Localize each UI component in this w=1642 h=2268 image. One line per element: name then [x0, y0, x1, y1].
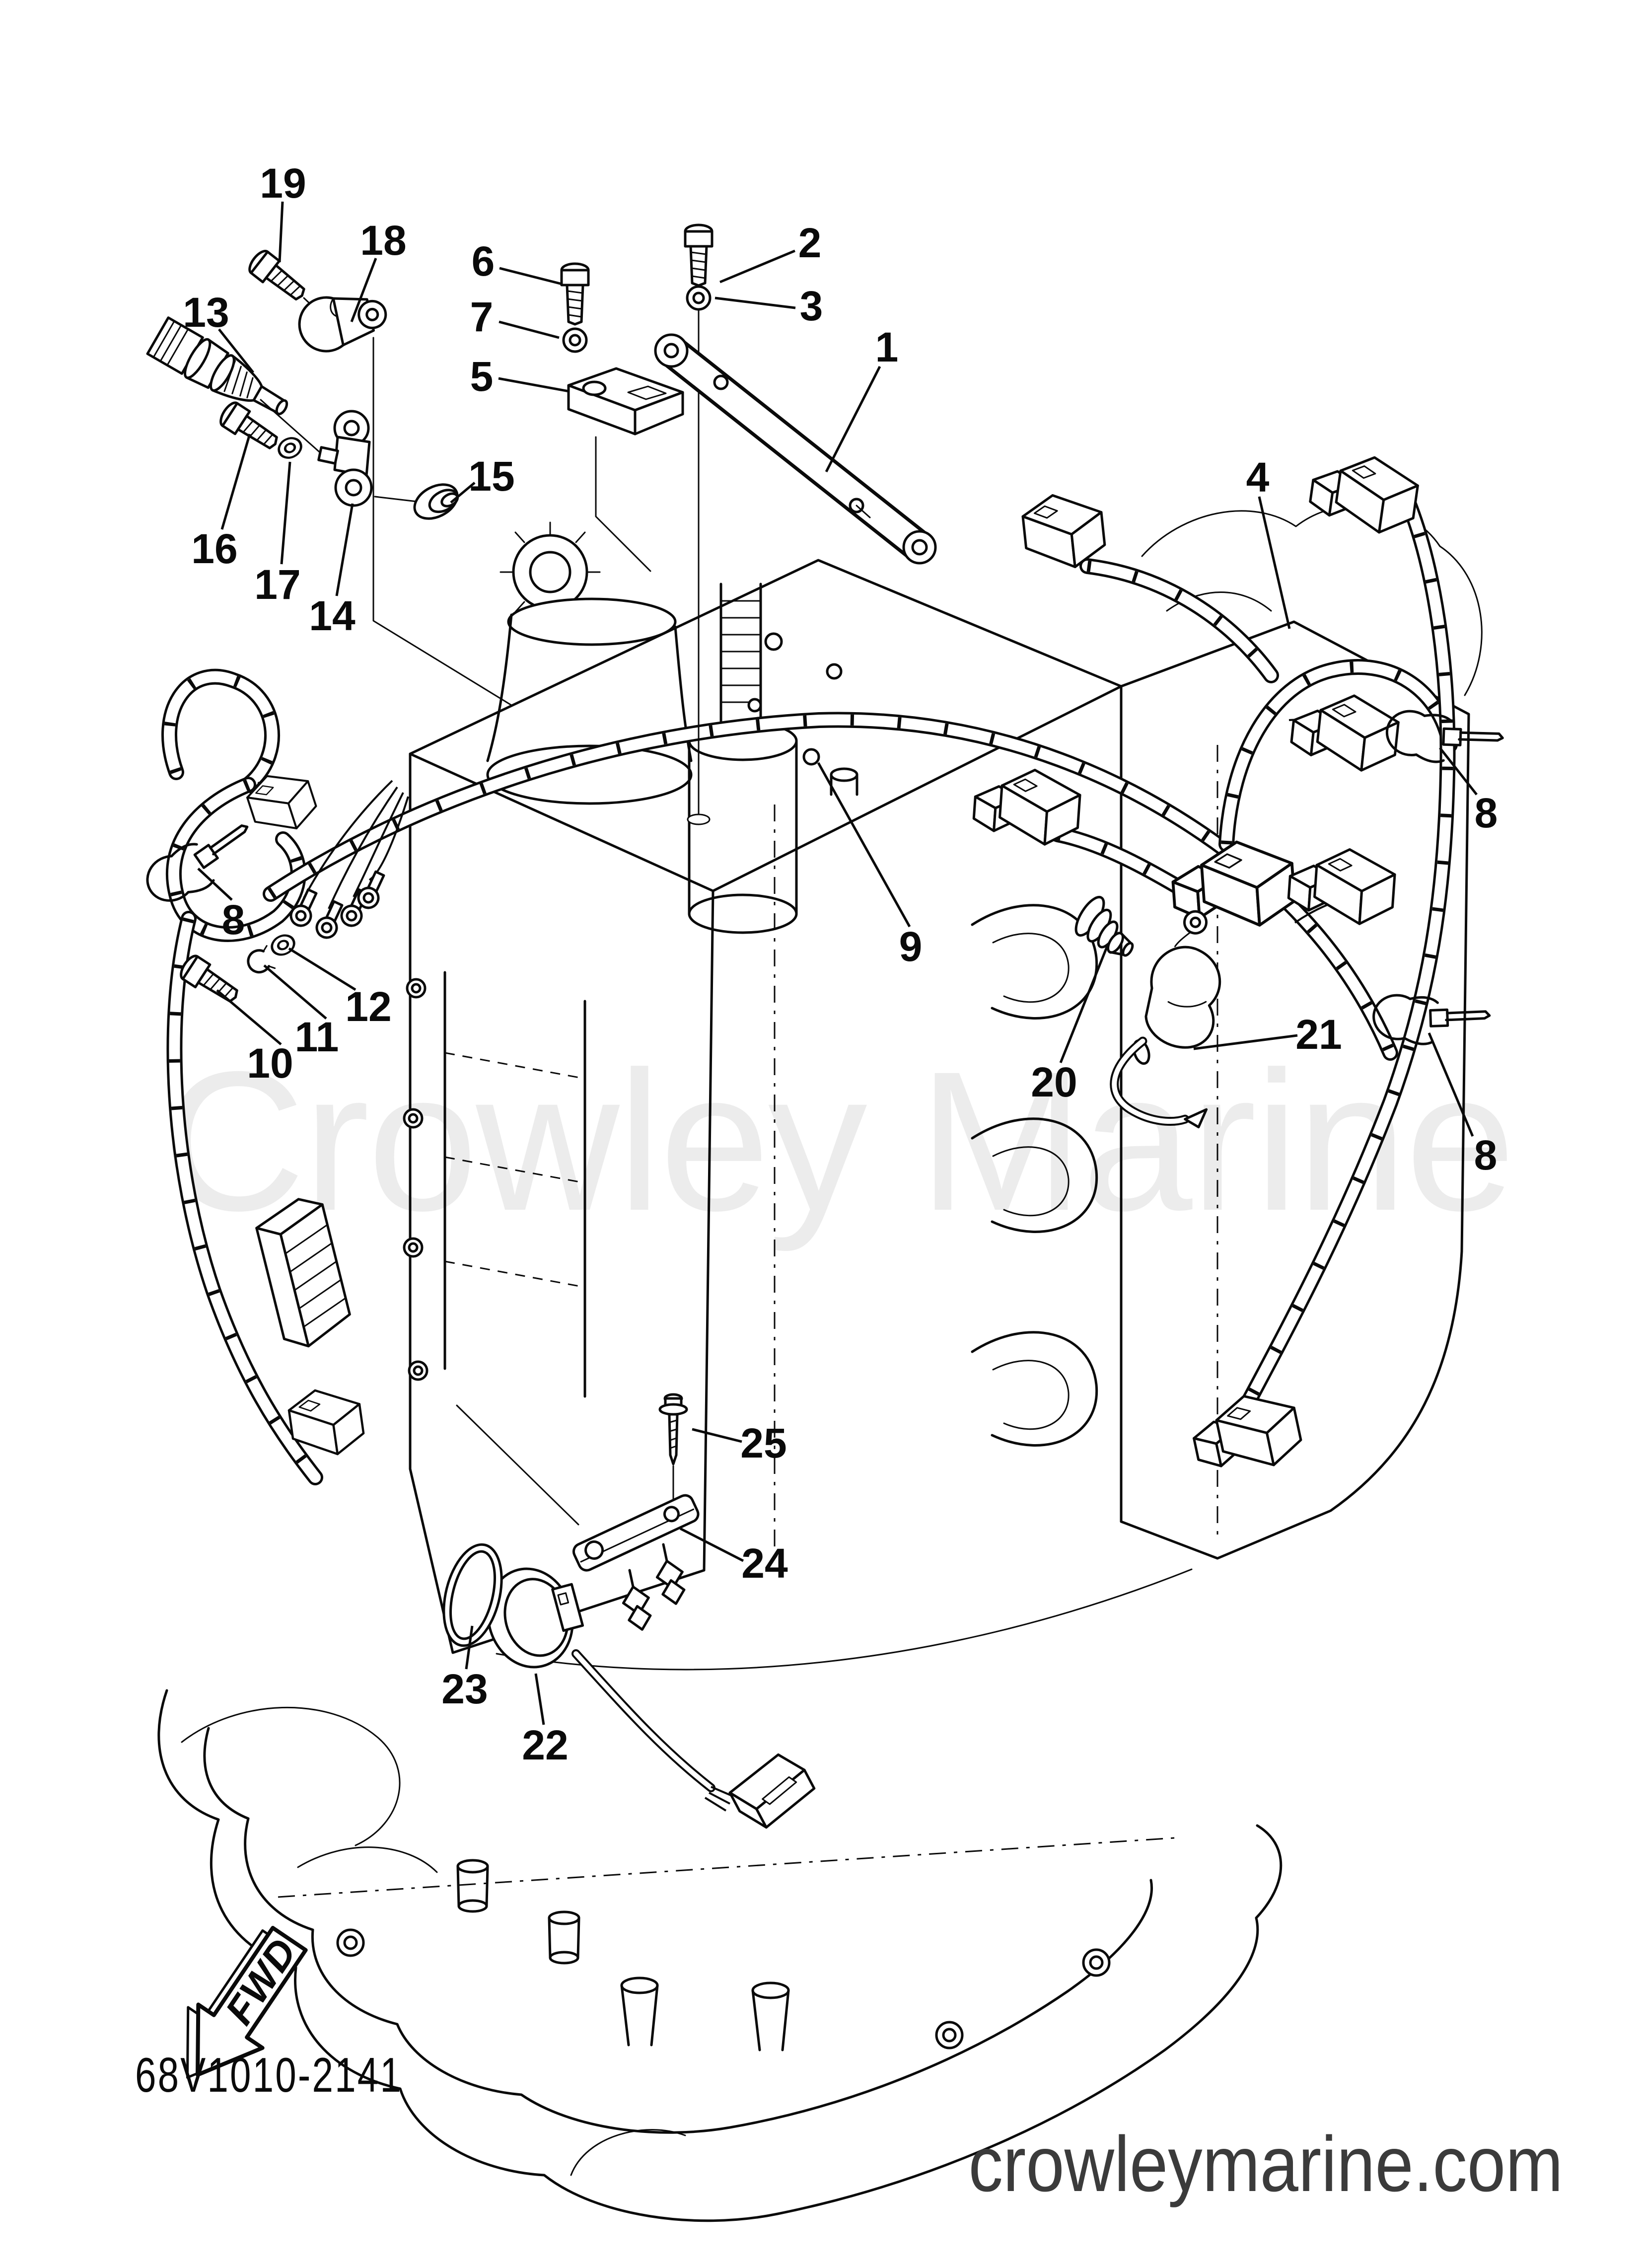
part-6-bolt: [562, 264, 588, 324]
callout-leader-18: [350, 258, 377, 322]
starter-cone: [486, 521, 693, 805]
callout-target-stud: [802, 748, 820, 766]
part-12-washer: [269, 932, 297, 958]
part-7-washer: [564, 329, 586, 352]
callout-label-2: 2: [798, 219, 822, 266]
part-21-cap: [1110, 910, 1221, 1129]
callout-leader-19: [278, 201, 284, 263]
callout-leader-21: [1193, 1034, 1298, 1050]
callout-label-25: 25: [740, 1420, 786, 1466]
callout-label-13: 13: [183, 289, 229, 336]
callout-leader-8: [1439, 747, 1478, 796]
head-ports: [971, 904, 1098, 1447]
callout-leader-7: [499, 320, 560, 339]
callout-leader-16: [220, 434, 251, 530]
callout-label-15: 15: [468, 453, 514, 500]
callout-label-14: 14: [309, 592, 356, 639]
connector: [1188, 1387, 1305, 1480]
part-16-bolt: [217, 400, 283, 455]
cowl-tall-boss: [620, 1976, 790, 2051]
connector: [972, 766, 1081, 846]
callout-leader-22: [534, 1673, 545, 1725]
part-20-switch: [1074, 895, 1134, 957]
callout-layer: 1234567888910111213141516171819202122232…: [183, 160, 1498, 1768]
bottom-cowling-line-art: [157, 1689, 1283, 2222]
callout-leader-25: [692, 1428, 742, 1443]
callout-leader-23: [465, 1625, 474, 1670]
callout-label-1: 1: [875, 324, 899, 370]
callout-leader-11: [263, 964, 327, 1020]
callout-leader-12: [288, 947, 357, 991]
cowl-screw-hole: [336, 1928, 1111, 2049]
callout-leader-1: [825, 366, 881, 473]
part-13-sensor: [146, 316, 288, 416]
callout-leader-9: [817, 762, 911, 928]
part-10-bolt: [177, 953, 243, 1009]
part-22-sensor: [487, 1567, 816, 1829]
callout-leader-10: [216, 989, 282, 1045]
callout-label-16: 16: [191, 525, 237, 572]
callout-label-23: 23: [441, 1666, 488, 1712]
part-18-clamp: [298, 296, 387, 353]
left-face-ladder: [403, 971, 586, 1398]
callout-label-10: 10: [247, 1040, 293, 1087]
callout-leader-24: [679, 1527, 744, 1562]
part-5-clamp: [567, 367, 684, 436]
callout-leader-4: [1258, 496, 1291, 629]
callout-label-8: 8: [1475, 790, 1498, 836]
callout-label-11: 11: [295, 1014, 339, 1060]
callout-label-7: 7: [470, 293, 494, 340]
callout-leader-15: [450, 482, 476, 504]
part-24-bracket: [572, 1494, 700, 1631]
callout-leader-14: [335, 503, 354, 596]
connector: [1307, 449, 1421, 537]
callout-leader-8: [1428, 1032, 1474, 1137]
part-14-bracket: [317, 410, 373, 507]
exploded-parts: [140, 225, 1504, 1829]
callout-label-19: 19: [260, 160, 306, 207]
callout-label-4: 4: [1246, 454, 1270, 501]
wiring-harness-4: [161, 481, 1458, 1485]
connector: [1289, 690, 1401, 774]
deck-studs: [747, 632, 858, 796]
callout-label-20: 20: [1031, 1059, 1077, 1105]
callout-label-5: 5: [470, 353, 494, 400]
callout-leader-2: [719, 249, 795, 284]
cowl-boss: [549, 1912, 579, 1963]
callout-label-12: 12: [345, 983, 391, 1030]
callout-label-24: 24: [741, 1540, 788, 1587]
part-25-screw: [658, 1393, 688, 1465]
part-23-o-ring: [442, 1543, 503, 1647]
callout-leader-8: [197, 868, 233, 901]
callout-label-21: 21: [1295, 1011, 1342, 1058]
part-19-bolt: [246, 248, 310, 306]
callout-label-22: 22: [522, 1722, 568, 1768]
callout-label-8: 8: [1474, 1132, 1498, 1178]
part-11-e-clip: [247, 945, 276, 974]
part-2-bolt: [685, 225, 712, 286]
callout-leader-5: [498, 377, 570, 393]
ring-terminal-wires: [287, 780, 409, 941]
callout-label-17: 17: [254, 561, 300, 608]
part-3-washer: [687, 287, 710, 309]
callout-label-9: 9: [899, 923, 923, 970]
cowl-boss: [458, 1860, 488, 1911]
callout-label-18: 18: [360, 217, 406, 264]
callout-leader-17: [280, 461, 291, 565]
part-1-bracket: [654, 333, 937, 565]
part-15-grommet: [413, 483, 459, 520]
callout-leader-3: [714, 296, 796, 309]
callout-label-3: 3: [800, 283, 823, 329]
callout-label-8: 8: [222, 896, 245, 943]
part-17-washer: [276, 435, 304, 461]
part-8-cable-tie: [140, 819, 263, 909]
watermark-text: Crowley Marine: [162, 1030, 1514, 1253]
footer-site-text: crowleymarine.com: [968, 2120, 1563, 2208]
callout-leader-13: [218, 328, 254, 373]
callout-leader-6: [499, 267, 563, 286]
callout-label-6: 6: [472, 238, 495, 285]
callout-leader-20: [1059, 946, 1109, 1063]
part-code-text: 68V1010-2141: [135, 2048, 403, 2102]
